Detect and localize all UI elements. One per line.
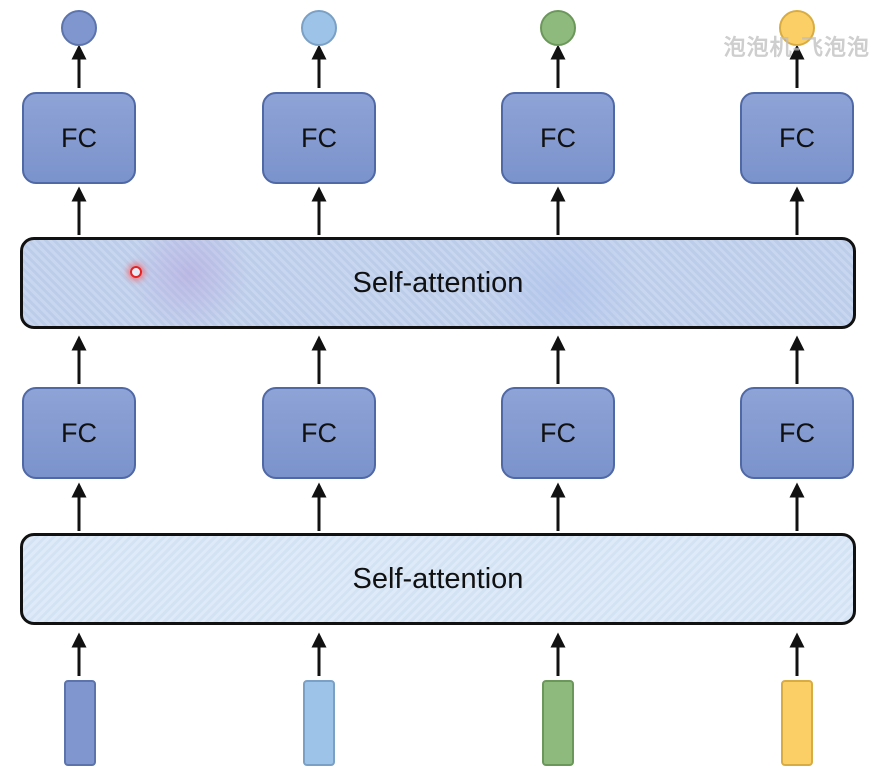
fc-label: FC — [301, 417, 337, 448]
input-vector-1 — [64, 680, 96, 766]
input-vector-2 — [303, 680, 335, 766]
self-attention-layer-top: Self-attention — [20, 237, 856, 329]
watermark-text: 泡泡机-飞泡泡 — [723, 35, 870, 60]
fc-label: FC — [61, 122, 97, 153]
output-vector-2 — [301, 10, 337, 46]
self-attention-label: Self-attention — [352, 266, 524, 299]
fc-block-top-4: FC — [740, 92, 854, 184]
fc-label: FC — [301, 122, 337, 153]
self-attention-label: Self-attention — [352, 562, 524, 595]
fc-label: FC — [61, 417, 97, 448]
fc-block-top-3: FC — [501, 92, 615, 184]
fc-label: FC — [779, 122, 815, 153]
input-vector-4 — [781, 680, 813, 766]
fc-label: FC — [540, 417, 576, 448]
fc-label: FC — [540, 122, 576, 153]
output-vector-3 — [540, 10, 576, 46]
fc-block-top-1: FC — [22, 92, 136, 184]
fc-block-bottom-1: FC — [22, 387, 136, 479]
output-vector-4 — [779, 10, 815, 46]
cursor-pointer-indicator — [130, 266, 142, 278]
fc-block-top-2: FC — [262, 92, 376, 184]
self-attention-layer-bottom: Self-attention — [20, 533, 856, 625]
fc-label: FC — [779, 417, 815, 448]
fc-block-bottom-2: FC — [262, 387, 376, 479]
input-vector-3 — [542, 680, 574, 766]
output-vector-1 — [61, 10, 97, 46]
fc-block-bottom-4: FC — [740, 387, 854, 479]
fc-block-bottom-3: FC — [501, 387, 615, 479]
